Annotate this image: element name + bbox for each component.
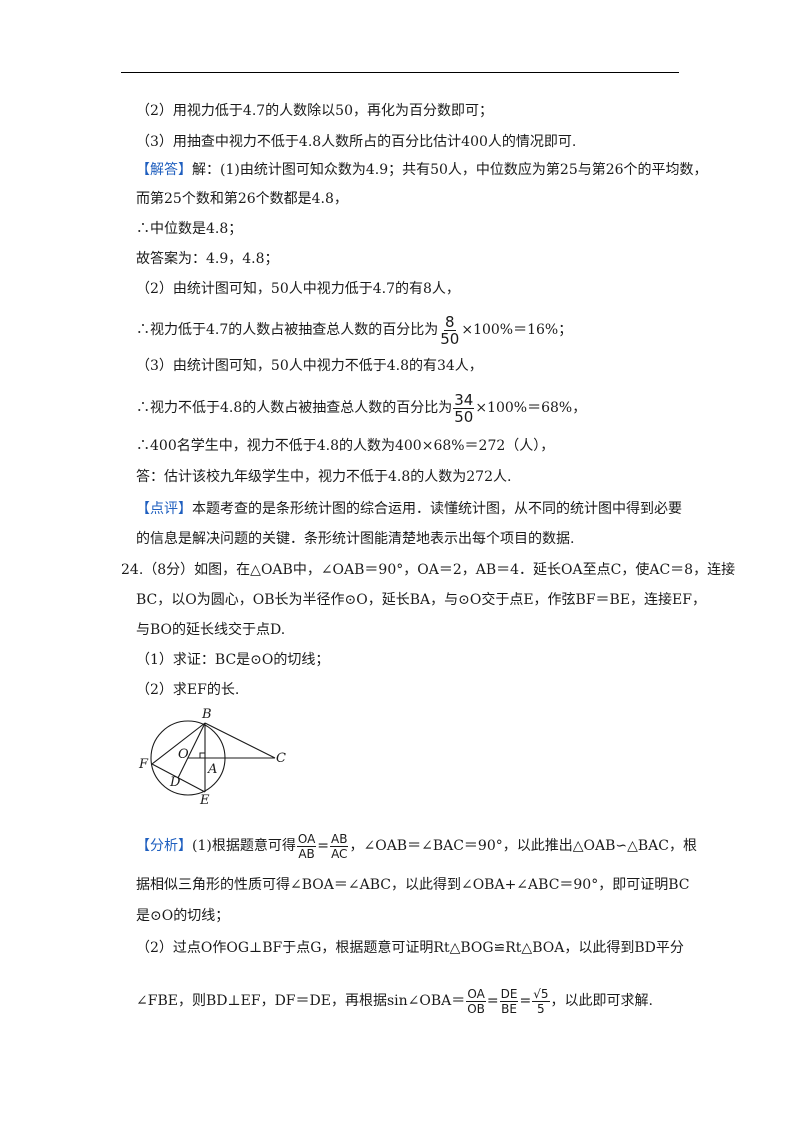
fraction-numerator: 8 (444, 312, 456, 331)
fraction-denominator: 50 (454, 407, 474, 426)
fraction-numerator: OA (296, 831, 317, 847)
line-10-suffix: ×100%＝68%， (475, 400, 587, 416)
analysis-line-2: 据相似三角形的性质可得∠BOA＝∠ABC，以此得到∠OBA+∠ABC＝90°，即… (136, 877, 690, 893)
analysis-tag: 【分析】 (136, 838, 192, 854)
equals-sign: = (317, 838, 330, 854)
text-line-11: ∴400名学生中，视力不低于4.8的人数为400×68%＝272（人）， (136, 438, 555, 454)
fraction-numerator: 34 (453, 390, 475, 409)
problem-24-part-1: （1）求证：BC是⊙O的切线； (136, 652, 330, 668)
analysis-line-4: （2）过点O作OG⊥BF于点G，根据题意可证明Rt△BOG≌Rt△BOA，以此得… (136, 940, 684, 956)
line-10-prefix: ∴视力不低于4.8的人数占被抽查总人数的百分比为 (136, 400, 453, 416)
right-angle-mark (199, 752, 205, 758)
fraction-numerator: OA (466, 986, 486, 1002)
chord-bf (151, 722, 206, 765)
analysis-suffix: ，∠OAB＝∠BAC＝90°，以此推出△OAB∽△BAC，根 (349, 838, 697, 854)
fraction-denominator: AC (331, 846, 348, 861)
problem-24-line-3: 与BO的延长线交于点D. (136, 622, 286, 638)
fraction-denominator: AB (298, 846, 315, 861)
text-line-12: 答：估计该校九年级学生中，视力不低于4.8的人数为272人. (136, 469, 512, 485)
analysis-line-3: 是⊙O的切线； (136, 908, 230, 924)
problem-24-part-2: （2）求EF的长. (136, 682, 240, 698)
segment-bd (177, 722, 206, 779)
text-line-4: 而第25个数和第26个数都是4.8， (136, 191, 348, 207)
fraction-denominator: 5 (537, 1001, 545, 1016)
line-24-suffix: ，以此即可求解. (550, 993, 653, 1009)
geometry-figure: B O A C F D E (138, 707, 286, 808)
header-rule (121, 72, 679, 73)
fraction-denominator: BE (501, 1001, 517, 1016)
text-line-7: （2）由统计图可知，50人中视力低于4.7的有8人， (136, 281, 460, 297)
label-o: O (178, 747, 189, 762)
line-8-suffix: ×100%＝16%； (461, 322, 573, 338)
answer-line-1: 【解答】解：(1)由统计图可知众数为4.9；共有50人，中位数应为第25与第26… (136, 161, 708, 179)
equals-sign: = (486, 993, 499, 1009)
label-b: B (201, 707, 212, 722)
label-a: A (207, 762, 217, 777)
text-line-5: ∴中位数是4.8； (136, 221, 243, 237)
comment-text: 本题考查的是条形统计图的综合运用．读懂统计图，从不同的统计图中得到必要 (192, 501, 682, 517)
equals-sign: = (519, 993, 532, 1009)
problem-24-line-2: BC，以O为圆心，OB长为半径作⊙O，延长BA，与⊙O交于点E，作弦BF＝BE，… (136, 592, 706, 608)
line-8-prefix: ∴视力低于4.7的人数占被抽查总人数的百分比为 (136, 322, 439, 338)
segment-bc (204, 722, 276, 759)
analysis-prefix: (1)根据题意可得 (192, 838, 296, 854)
text-line-1: （2）用视力低于4.7的人数除以50，再化为百分数即可； (136, 103, 493, 119)
sqrt-radicand: 5 (540, 986, 549, 1001)
comment-tag: 【点评】 (136, 501, 192, 517)
label-f: F (138, 757, 149, 772)
text-line-9: （3）由统计图可知，50人中视力不低于4.8的有34人， (136, 358, 483, 374)
sqrt-five: √5 (532, 986, 550, 1002)
line-24-prefix: ∠FBE，则BD⊥EF，DF＝DE，再根据sin∠OBA＝ (136, 993, 466, 1009)
answer-tag: 【解答】 (136, 162, 192, 178)
text-line-6: 故答案为：4.9，4.8； (136, 251, 279, 267)
fraction-numerator: DE (499, 986, 519, 1002)
sqrt-symbol: √ (533, 986, 541, 1001)
label-e: E (199, 793, 210, 808)
fraction-numerator: AB (330, 831, 349, 847)
comment-line-1: 【点评】本题考查的是条形统计图的综合运用．读懂统计图，从不同的统计图中得到必要 (136, 500, 682, 518)
problem-24-line-1: 24.（8分）如图，在△OAB中，∠OAB＝90°，OA＝2，AB＝4．延长OA… (121, 562, 736, 578)
label-c: C (276, 751, 286, 766)
text-line-2: （3）用抽查中视力不低于4.8人数所占的百分比估计400人的情况即可. (136, 134, 577, 150)
text-line-14: 的信息是解决问题的关键．条形统计图能清楚地表示出每个项目的数据. (136, 531, 575, 547)
answer-text: 解：(1)由统计图可知众数为4.9；共有50人，中位数应为第25与第26个的平均… (192, 162, 708, 178)
fraction-denominator: 50 (440, 329, 460, 348)
label-d: D (169, 775, 181, 790)
fraction-denominator: OB (467, 1001, 485, 1016)
